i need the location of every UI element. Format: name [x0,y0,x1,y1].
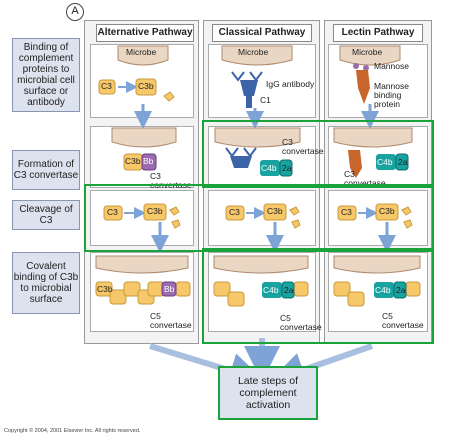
step-binding: Binding of complement proteins to microb… [12,38,80,112]
igg-label: IgG antibody [266,79,315,89]
microbe-label-classical: Microbe [238,47,269,57]
c3-row3-classical-label: C3 [229,207,240,217]
c3-label: C3 [101,81,112,91]
step-c3-convertase-label: Formation of C3 convertase [13,159,79,181]
c3b-row3-classical-label: C3b [267,206,283,216]
microbe-label-alt: Microbe [126,47,157,57]
highlight-classical-lectin-binding [202,248,434,344]
bb-row4-alt-label: Bb [164,284,175,294]
c4b-row4-classical-label: C4b [263,285,279,295]
step-covalent-binding-label: Covalent binding of C3b to microbial sur… [13,261,79,305]
c4b-shape-lectin [376,154,396,170]
c3b-row4-alt-label: C3b [97,284,113,294]
c3b-row2-label: C3b [125,156,141,166]
c1-shape [240,80,258,96]
c3b-row3-alt-label: C3b [147,206,163,216]
c2a-row2-lectin-label: 2a [398,157,408,167]
step-cleavage-label: Cleavage of C3 [19,204,73,226]
c4b-row4-lectin-label: C4b [375,285,391,295]
bb-row2-label: Bb [143,156,154,166]
microbe-classical-row1 [221,45,293,66]
late-steps-label: Late steps of complement activation [237,375,299,411]
highlight-classical-lectin-convertase [202,120,434,188]
c3b-label: C3b [138,81,154,91]
microbe-label-lectin: Microbe [352,47,383,57]
c5-convertase-alt-label: C5 convertase [150,311,192,330]
c5-convertase-lectin-label: C5 convertase [382,311,424,330]
c2a-row2-classical-label: 2a [282,163,292,173]
highlight-cleavage-row [84,184,434,252]
panel-letter: A [66,3,84,21]
step-binding-label: Binding of complement proteins to microb… [17,42,75,108]
c4b-row2-classical-label: C4b [261,163,277,173]
igg-antibody-shape [231,71,263,82]
c5-convertase-classical-label: C5 convertase [280,313,322,332]
c3b-shape [135,78,157,96]
alternative-pathway-header: Alternative Pathway [96,24,194,42]
mannose-label: Mannose [374,61,409,71]
c3b-row3-lectin-label: C3b [379,206,395,216]
c4b-row2-lectin-label: C4b [377,157,393,167]
step-covalent-binding: Covalent binding of C3b to microbial sur… [12,252,80,314]
c3a-fragment [163,91,175,102]
c3-row3-lectin-label: C3 [341,207,352,217]
c2a-row4-lectin-label: 2a [396,285,406,295]
microbe-lectin-row1 [339,45,401,66]
copyright: Copyright © 2004, 2001 Elsevier Inc. All… [4,428,141,434]
c1-label: C1 [260,95,271,105]
c4b-shape-classical [260,160,280,176]
mbp-label: Mannose binding protein [374,81,409,109]
c3-shape [98,79,116,95]
bb-shape [141,153,157,171]
mannose-shape [353,63,369,71]
c2a-row4-classical-label: 2a [284,285,294,295]
microbe-alt-row1 [117,45,169,66]
classical-pathway-header: Classical Pathway [212,24,312,42]
c3-row3-alt-label: C3 [107,207,118,217]
mbp-shape [356,70,370,104]
late-steps-box: Late steps of complement activation [218,366,318,420]
lectin-pathway-header: Lectin Pathway [333,24,423,42]
step-c3-convertase: Formation of C3 convertase [12,150,80,190]
c3-convertase-lectin-label: C3 convertase [344,169,386,188]
step-cleavage: Cleavage of C3 [12,200,80,230]
c3-convertase-classical-label: C3 convertase [282,137,324,156]
